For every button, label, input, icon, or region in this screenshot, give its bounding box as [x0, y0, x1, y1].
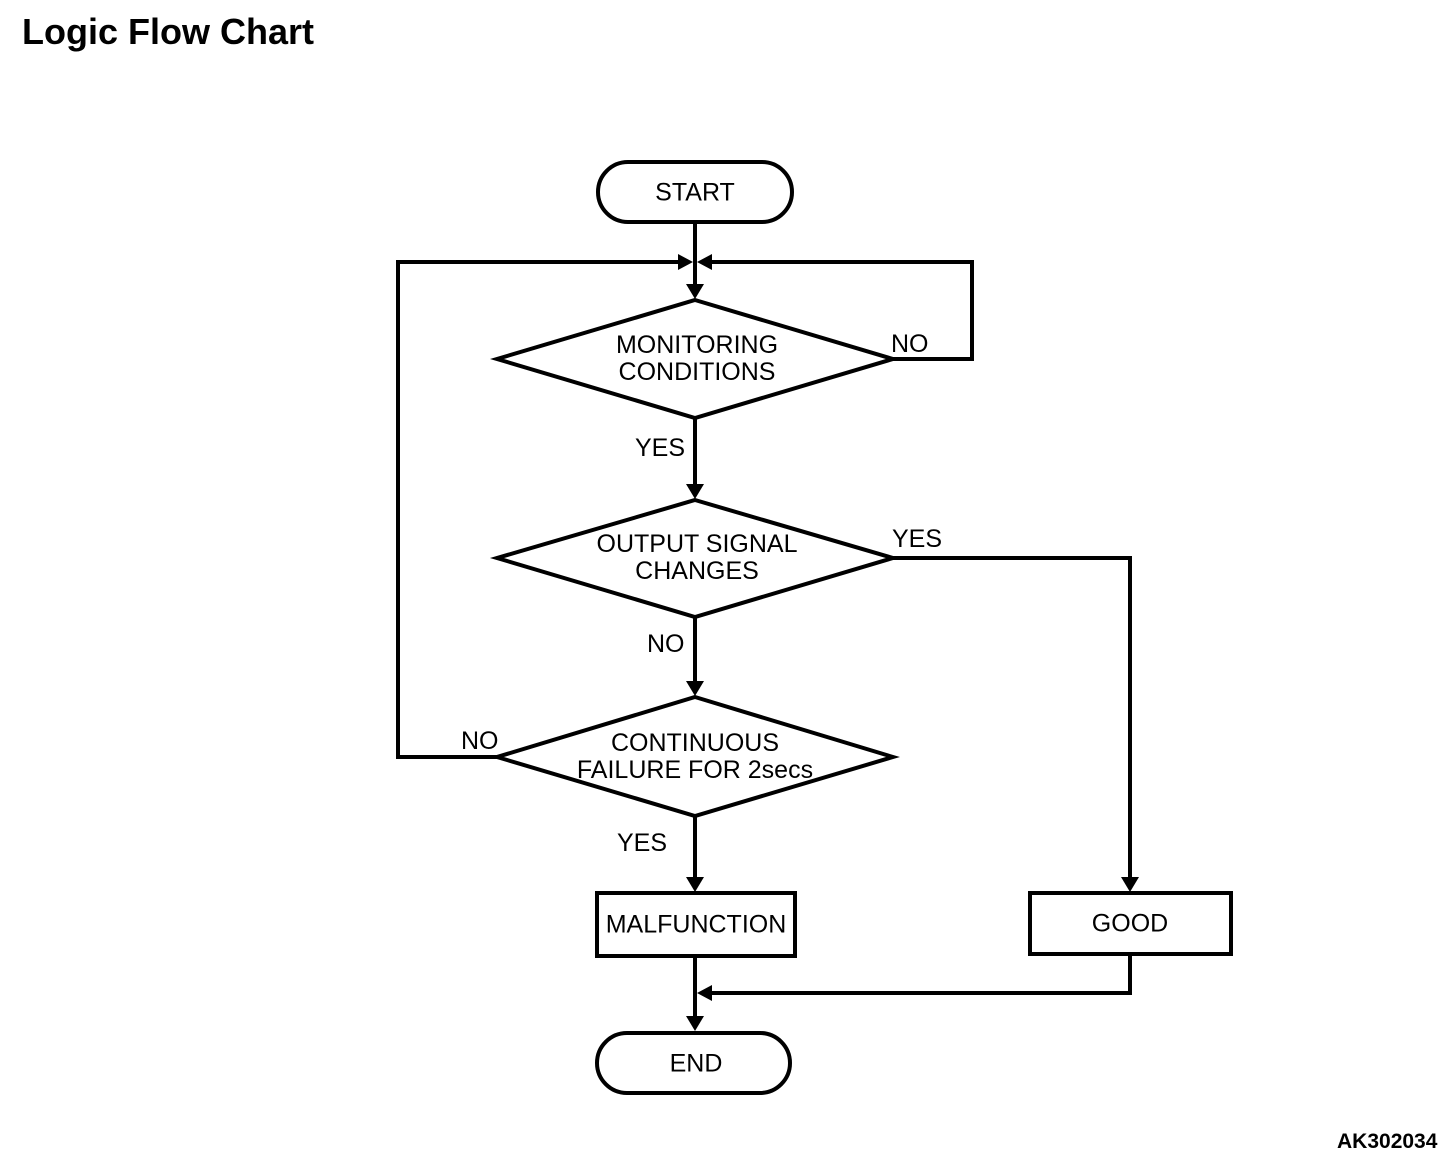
- malfunction-process-shape: [595, 891, 797, 958]
- arrowhead-into-end: [686, 1016, 704, 1031]
- arrowhead-junction-from-right: [697, 254, 712, 270]
- monitoring-label: MONITORING CONDITIONS: [616, 332, 778, 386]
- edge-label-output-no: NO: [647, 630, 685, 658]
- edge-label-continuous-no: NO: [461, 727, 499, 755]
- output-signal-decision-shape: [489, 497, 901, 620]
- start-label: START: [655, 178, 735, 207]
- arrowhead-into-good: [1121, 877, 1139, 892]
- edge-label-monitoring-no: NO: [891, 330, 929, 358]
- edge-label-monitoring-yes: YES: [635, 434, 686, 462]
- end-label: END: [669, 1049, 723, 1078]
- continuous-failure-label-line1: CONTINUOUS: [610, 729, 780, 757]
- edge-label-output-yes: YES: [892, 525, 943, 553]
- output-signal-label-line2: CHANGES: [635, 557, 759, 585]
- arrowhead-into-monitoring: [686, 284, 704, 299]
- edge-label-continuous-yes: YES: [617, 829, 668, 857]
- arrowhead-into-continuous-failure: [686, 681, 704, 696]
- connector-continuous-no-loop: [396, 260, 679, 759]
- good-label: GOOD: [1091, 909, 1169, 938]
- monitoring-label-line2: CONDITIONS: [618, 358, 776, 386]
- continuous-failure-label: CONTINUOUS FAILURE FOR 2secs: [577, 730, 813, 784]
- arrowhead-merge-from-good: [697, 985, 712, 1001]
- page-title: Logic Flow Chart: [22, 11, 314, 52]
- malfunction-label: MALFUNCTION: [605, 910, 787, 939]
- arrowhead-into-malfunction: [686, 877, 704, 892]
- arrowhead-junction-from-left: [678, 254, 693, 270]
- start-terminator-shape: [596, 160, 794, 224]
- output-signal-label-line1: OUTPUT SIGNAL: [596, 530, 798, 558]
- end-terminator-shape: [595, 1031, 792, 1095]
- continuous-failure-decision-shape: [490, 694, 900, 819]
- output-signal-label: OUTPUT SIGNAL CHANGES: [597, 531, 798, 585]
- connector-monitoring-no-loop: [711, 260, 974, 361]
- monitoring-label-line1: MONITORING: [615, 331, 779, 359]
- connector-output-yes-to-good: [893, 556, 1132, 878]
- continuous-failure-label-line2: FAILURE FOR 2secs: [576, 756, 814, 784]
- good-process-shape: [1028, 891, 1233, 956]
- monitoring-decision-shape: [489, 297, 901, 421]
- figure-code: AK302034: [1337, 1130, 1438, 1153]
- connector-good-to-merge: [711, 953, 1132, 995]
- arrowhead-into-output-signal: [686, 484, 704, 499]
